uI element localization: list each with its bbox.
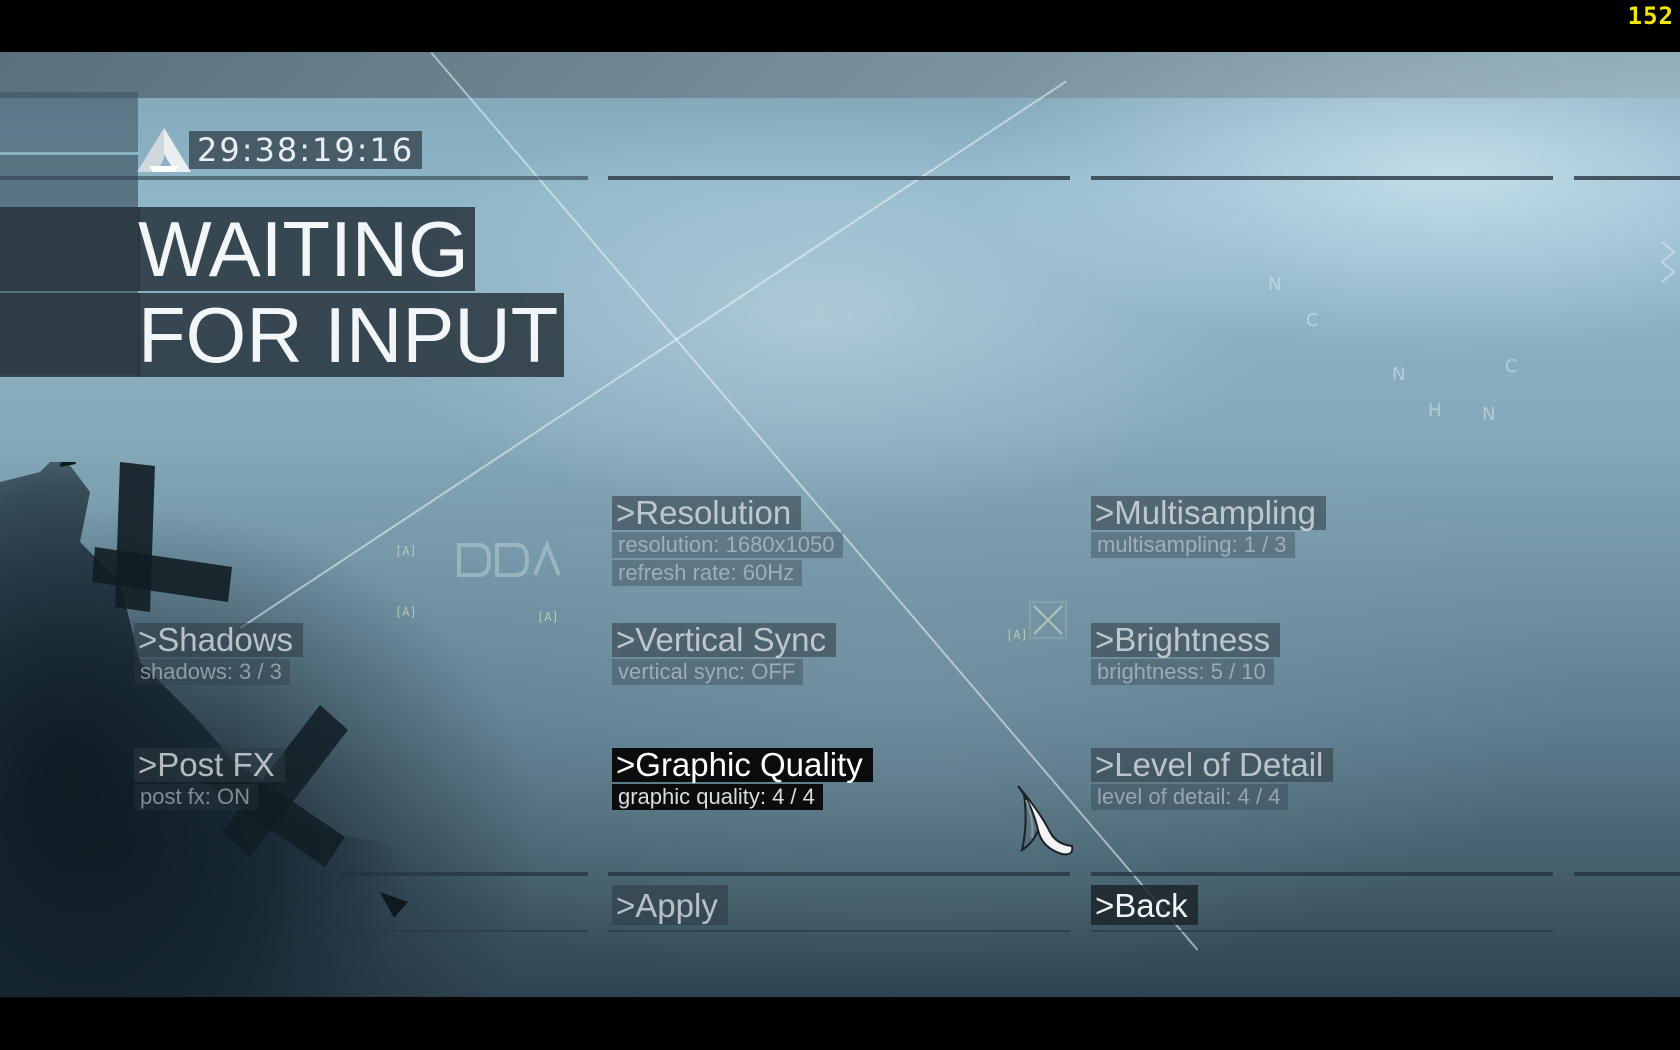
assassin-insignia-cursor-icon	[1017, 785, 1074, 856]
abstergo-logo-icon	[137, 128, 191, 172]
option-level-of-detail[interactable]: >Level of Detail level of detail: 4 / 4	[1091, 748, 1334, 810]
title-backdrop-2	[0, 293, 140, 377]
option-vertical-sync-label[interactable]: >Vertical Sync	[612, 623, 837, 657]
column-rule-bottom-1	[340, 872, 588, 876]
holo-glyph-1: [A]	[395, 544, 417, 558]
holo-molecule-1: N	[1268, 274, 1282, 295]
page-title-line-2: FOR INPUT	[138, 293, 565, 377]
holo-glyph-4: [A]	[1006, 628, 1028, 642]
back-button-label[interactable]: >Back	[1091, 885, 1198, 925]
holo-glyph-3: [A]	[537, 610, 559, 624]
back-button[interactable]: >Back	[1091, 885, 1198, 925]
holo-crosshair-icon	[1029, 601, 1067, 639]
fps-counter: 152	[1627, 2, 1674, 30]
option-multisampling[interactable]: >Multisampling multisampling: 1 / 3	[1091, 496, 1327, 558]
option-post-fx-value: post fx: ON	[134, 784, 259, 810]
column-rule-base-3	[1091, 930, 1553, 932]
option-shadows[interactable]: >Shadows shadows: 3 / 3	[134, 623, 304, 685]
header-logo-row: 29:38:19:16	[135, 126, 423, 174]
option-post-fx[interactable]: >Post FX post fx: ON	[134, 748, 285, 810]
session-timer: 29:38:19:16	[189, 131, 423, 169]
letterbox-top	[0, 0, 1680, 52]
option-multisampling-value: multisampling: 1 / 3	[1091, 532, 1295, 558]
top-band	[0, 52, 1680, 98]
column-rule-bottom-4	[1574, 872, 1680, 876]
holo-dna-logo-icon	[457, 539, 560, 577]
option-vertical-sync[interactable]: >Vertical Sync vertical sync: OFF	[612, 623, 837, 685]
option-brightness-label[interactable]: >Brightness	[1091, 623, 1281, 657]
holo-glyph-2: [A]	[395, 605, 417, 619]
option-graphic-quality[interactable]: >Graphic Quality graphic quality: 4 / 4	[612, 748, 873, 810]
holo-molecule-6: C	[1505, 356, 1518, 377]
column-rule-top-2	[608, 176, 1070, 180]
column-rule-top-3	[1091, 176, 1553, 180]
option-vertical-sync-value: vertical sync: OFF	[612, 659, 804, 685]
option-shadows-value: shadows: 3 / 3	[134, 659, 290, 685]
option-brightness-value: brightness: 5 / 10	[1091, 659, 1274, 685]
title-backdrop-1	[0, 207, 140, 291]
option-shadows-label[interactable]: >Shadows	[134, 623, 304, 657]
option-multisampling-label[interactable]: >Multisampling	[1091, 496, 1327, 530]
column-rule-top-4	[1574, 176, 1680, 180]
page-title-line-1: WAITING	[138, 207, 475, 291]
holo-molecule-3: N	[1392, 364, 1406, 385]
option-resolution[interactable]: >Resolution resolution: 1680x1050 refres…	[612, 496, 843, 586]
holo-molecule-5: N	[1482, 404, 1496, 425]
column-rule-bottom-3	[1091, 872, 1553, 876]
letterbox-bottom	[0, 997, 1680, 1050]
header-side-panel	[0, 92, 138, 152]
holo-molecule-4: H	[1428, 400, 1442, 421]
option-refresh-rate-value: refresh rate: 60Hz	[612, 560, 803, 586]
option-resolution-label[interactable]: >Resolution	[612, 496, 802, 530]
column-rule-base-2	[608, 930, 1070, 932]
option-level-of-detail-value: level of detail: 4 / 4	[1091, 784, 1289, 810]
apply-button-label[interactable]: >Apply	[612, 885, 728, 925]
option-level-of-detail-label[interactable]: >Level of Detail	[1091, 748, 1334, 782]
apply-button[interactable]: >Apply	[612, 885, 728, 925]
option-brightness[interactable]: >Brightness brightness: 5 / 10	[1091, 623, 1281, 685]
option-graphic-quality-label[interactable]: >Graphic Quality	[612, 748, 873, 782]
option-resolution-value: resolution: 1680x1050	[612, 532, 843, 558]
option-graphic-quality-value: graphic quality: 4 / 4	[612, 784, 823, 810]
column-rule-top-1	[0, 176, 588, 180]
holo-molecule-2: C	[1306, 310, 1319, 331]
column-rule-base-1	[340, 930, 588, 932]
option-post-fx-label[interactable]: >Post FX	[134, 748, 285, 782]
assassin-silhouette-art	[0, 462, 436, 997]
column-rule-bottom-2	[608, 872, 1070, 876]
holo-bracket-icon	[1660, 241, 1676, 283]
